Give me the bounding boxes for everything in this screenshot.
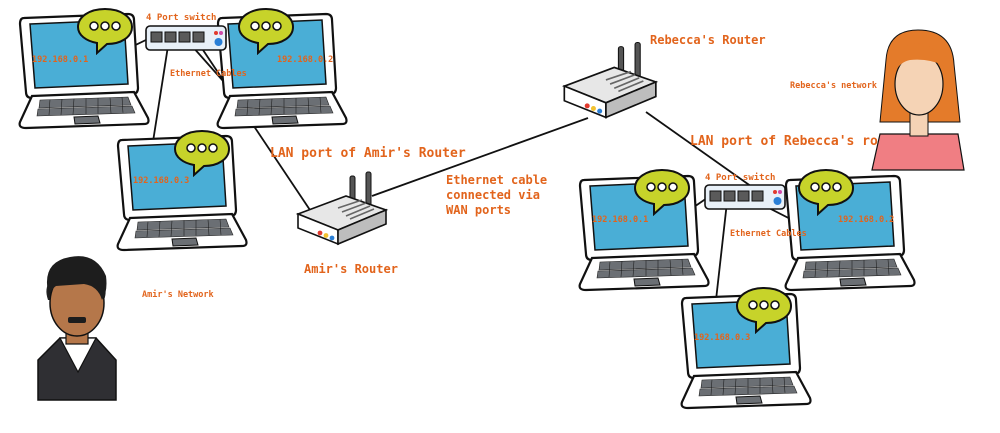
laptop-ip: 192.168.0.2 (277, 55, 333, 65)
cable-right-laptop3 (715, 201, 728, 301)
switch-icon (145, 25, 227, 51)
cables-label: Ethernet Cables (730, 229, 807, 239)
router-icon (297, 171, 387, 245)
wan-label-line-2: connected via (446, 188, 540, 202)
laptop-ip: 192.168.0.1 (32, 55, 88, 65)
cables-label: Ethernet Cables (170, 69, 247, 79)
switch-label: 4 Port switch (146, 12, 216, 23)
person-icon (871, 29, 965, 171)
laptop-ip: 192.168.0.1 (592, 215, 648, 225)
wan-label-line-3: WAN ports (446, 203, 511, 217)
cables (91, 37, 817, 301)
router-label: Amir's Router (304, 262, 398, 276)
router-icon (563, 41, 657, 119)
network-label: Rebecca's network (790, 81, 877, 91)
network-label: Amir's Network (142, 289, 214, 300)
switch-label: 4 Port switch (705, 172, 775, 183)
rebecca-laptop-3: 192.168.0.3 (680, 292, 812, 410)
amir-laptop-2: 192.168.0.2 (216, 12, 348, 130)
person-icon (37, 256, 117, 401)
amir-laptop-3: 192.168.0.3 (116, 134, 248, 252)
switch-icon (704, 184, 786, 210)
laptop-ip: 192.168.0.2 (838, 215, 894, 225)
lan-port-label: LAN port of Amir's Router (270, 146, 466, 161)
cable-right-router-to-switch (645, 111, 763, 195)
router-label: Rebecca's Router (650, 33, 766, 47)
cable-wan (371, 117, 589, 197)
lan-port-label: LAN port of Rebecca's router (690, 134, 909, 149)
rebecca-laptop-1: 192.168.0.1 (578, 174, 710, 292)
laptop-ip: 192.168.0.3 (133, 176, 189, 186)
amir-laptop-1: 192.168.0.1 (18, 12, 150, 130)
wan-label-line-1: Ethernet cable (446, 173, 547, 187)
cable-left-laptop3 (151, 45, 169, 149)
cable-left-switch-to-router (198, 43, 319, 223)
rebecca-laptop-2: 192.168.0.2 (784, 174, 916, 292)
laptop-ip: 192.168.0.3 (694, 333, 750, 343)
